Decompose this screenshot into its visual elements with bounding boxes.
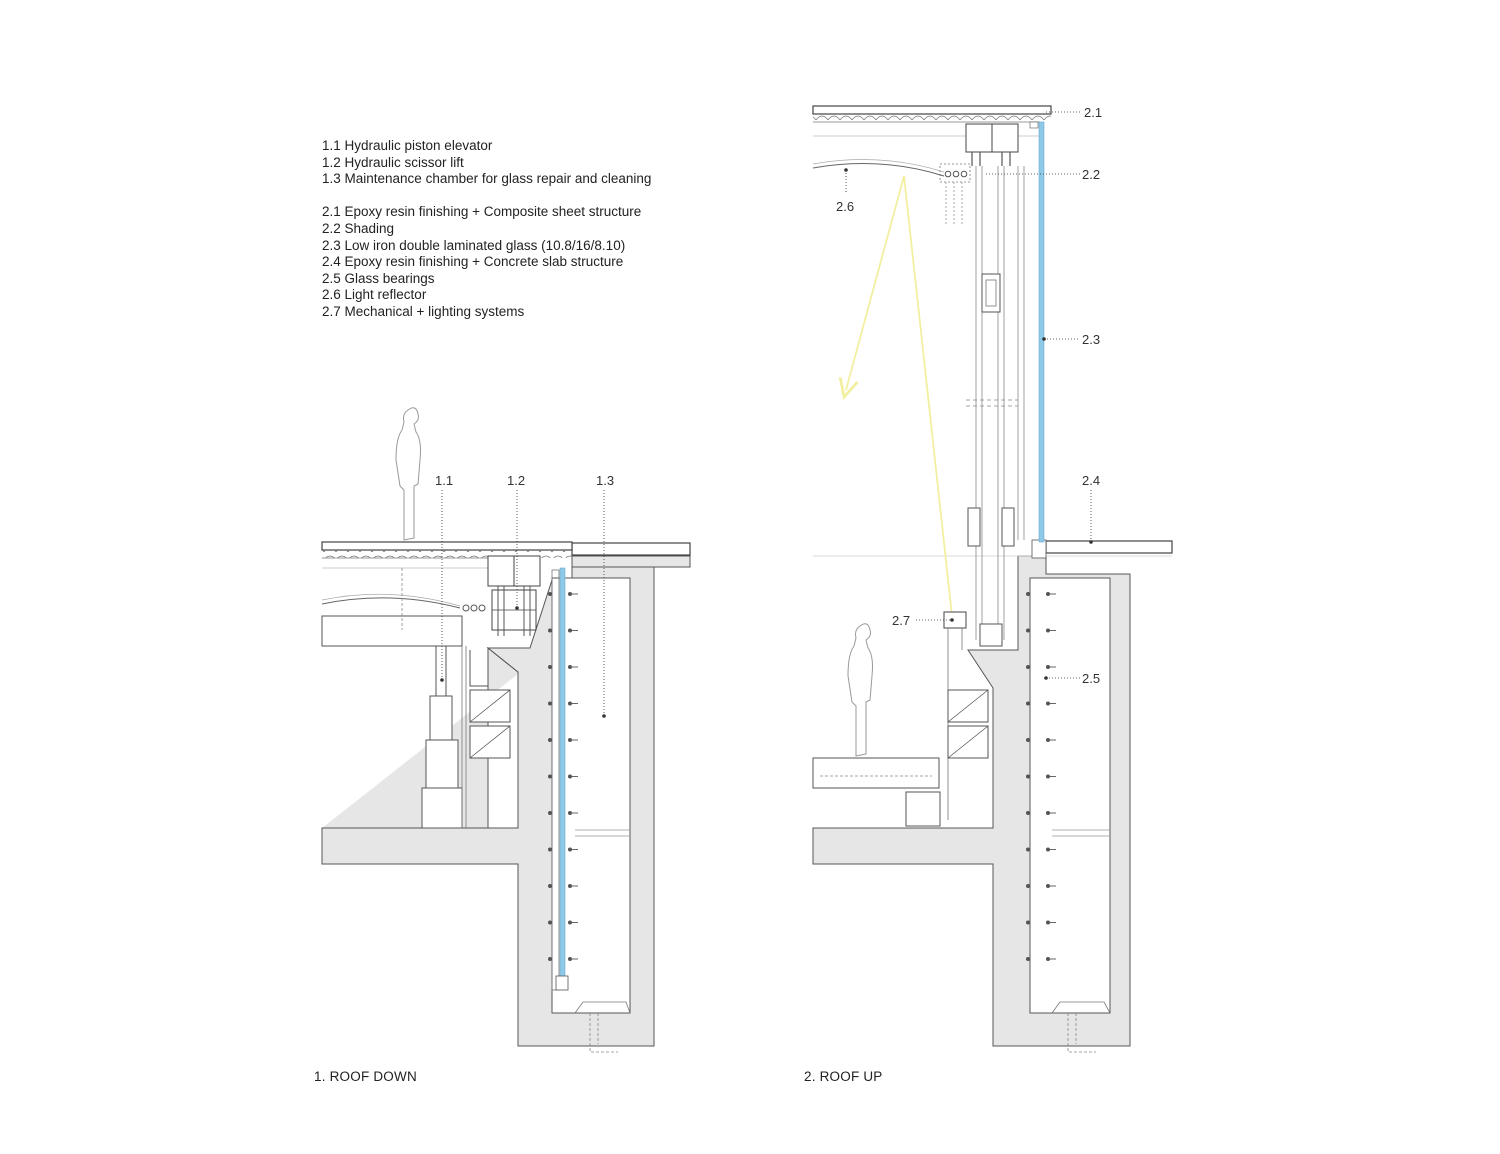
legend-item-2-1: 2.1 Epoxy resin finishing + Composite sh… <box>322 204 642 220</box>
label-2-2: 2.2 <box>1082 167 1100 182</box>
composite-roof <box>321 541 573 551</box>
label-1-1: 1.1 <box>435 473 453 488</box>
composite-roof-raised <box>812 105 1052 115</box>
glass-bearings-right <box>1026 592 1056 961</box>
legend-group-roof-up: 2.1 Epoxy resin finishing + Composite sh… <box>322 204 651 320</box>
bearing-dot <box>1026 701 1030 706</box>
bearing-dot <box>568 665 572 669</box>
bearing-dot <box>1046 701 1050 706</box>
caption-roof-up: 2. ROOF UP <box>804 1069 883 1084</box>
bearing-dot <box>548 738 552 742</box>
glass-bearings <box>548 592 578 961</box>
concrete-slab-right <box>1045 540 1173 554</box>
bearing-dot <box>1046 957 1050 961</box>
bearing-dot <box>1026 884 1030 888</box>
bearing-dot <box>1046 811 1050 815</box>
light-reflector-raised <box>812 163 945 177</box>
bearing-dot <box>1046 920 1050 925</box>
bearing-dot <box>1046 884 1050 888</box>
bearing-dot <box>1026 847 1030 852</box>
light-rays <box>846 175 953 617</box>
glass-pane <box>559 567 566 979</box>
label-2-3: 2.3 <box>1082 332 1100 347</box>
bearing-dot <box>1026 665 1030 669</box>
bearing-dot <box>568 628 572 633</box>
label-2-4: 2.4 <box>1082 473 1100 488</box>
legend-item-2-6: 2.6 Light reflector <box>322 287 427 303</box>
legend-item-1-1: 1.1 Hydraulic piston elevator <box>322 138 493 153</box>
bearing-dot <box>1046 665 1050 669</box>
label-1-2: 1.2 <box>507 473 525 488</box>
bearing-dot <box>548 957 552 961</box>
label-2-6: 2.6 <box>836 199 854 214</box>
bearing-dot <box>1046 774 1050 779</box>
legend-item-2-4: 2.4 Epoxy resin finishing + Concrete sla… <box>322 254 624 270</box>
bearing-dot <box>548 920 552 925</box>
bearing-dot <box>568 957 572 961</box>
section-roof-up: 2.1 2.2 2.3 2.4 2.5 2.6 2.7 <box>812 105 1173 1053</box>
bearing-dot <box>548 884 552 888</box>
bearing-dot <box>568 847 572 852</box>
legend-item-1-2: 1.2 Hydraulic scissor lift <box>322 154 464 170</box>
legend-item-2-3: 2.3 Low iron double laminated glass (10.… <box>322 237 626 253</box>
bearing-dot <box>1026 774 1030 779</box>
bearing-dot <box>568 811 572 815</box>
legend-item-2-5: 2.5 Glass bearings <box>322 270 435 286</box>
bearing-dot <box>1026 957 1030 961</box>
concrete-slab <box>571 542 691 556</box>
legend-item-1-3: 1.3 Maintenance chamber for glass repair… <box>322 171 652 187</box>
bearing-dot <box>1046 592 1050 596</box>
bearing-dot <box>568 738 572 742</box>
section-roof-down: 1.1 1.2 1.3 <box>321 407 691 1053</box>
glass-pane-raised <box>1038 121 1045 543</box>
bearing-dot <box>548 592 552 596</box>
label-2-1: 2.1 <box>1084 105 1102 120</box>
bearing-dot <box>548 665 552 669</box>
bearing-dot <box>1026 592 1030 596</box>
lift-platform <box>812 757 940 789</box>
bearing-dot <box>548 628 552 633</box>
bearing-dot <box>548 701 552 706</box>
bearing-dot <box>548 847 552 852</box>
person-figure-right <box>847 623 873 757</box>
person-figure <box>395 407 421 541</box>
label-1-3: 1.3 <box>596 473 614 488</box>
maintenance-chamber-right <box>1029 577 1111 1014</box>
bearing-dot <box>568 592 572 596</box>
caption-roof-down: 1. ROOF DOWN <box>314 1069 417 1084</box>
bearing-dot <box>1046 628 1050 633</box>
label-2-7: 2.7 <box>892 613 910 628</box>
mechanical-lighting-box <box>943 611 967 629</box>
bearing-dot <box>568 701 572 706</box>
legend: 1.1 Hydraulic piston elevator 1.2 Hydrau… <box>322 138 651 337</box>
bearing-dot <box>1026 811 1030 815</box>
legend-item-2-7: 2.7 Mechanical + lighting systems <box>322 303 525 319</box>
bearing-dot <box>568 920 572 925</box>
bearing-dot <box>548 811 552 815</box>
light-reflector <box>321 615 463 647</box>
legend-item-2-2: 2.2 Shading <box>322 220 395 236</box>
bearing-dot <box>1026 920 1030 925</box>
bearing-dot <box>1026 738 1030 742</box>
bearing-dot <box>1046 738 1050 742</box>
bearing-dot <box>1046 847 1050 852</box>
label-2-5: 2.5 <box>1082 671 1100 686</box>
bearing-dot <box>1026 628 1030 633</box>
legend-group-roof-down: 1.1 Hydraulic piston elevator 1.2 Hydrau… <box>322 138 651 188</box>
bearing-dot <box>548 774 552 779</box>
hydraulic-piston <box>421 645 463 829</box>
bearing-dot <box>568 774 572 779</box>
bearing-dot <box>568 884 572 888</box>
